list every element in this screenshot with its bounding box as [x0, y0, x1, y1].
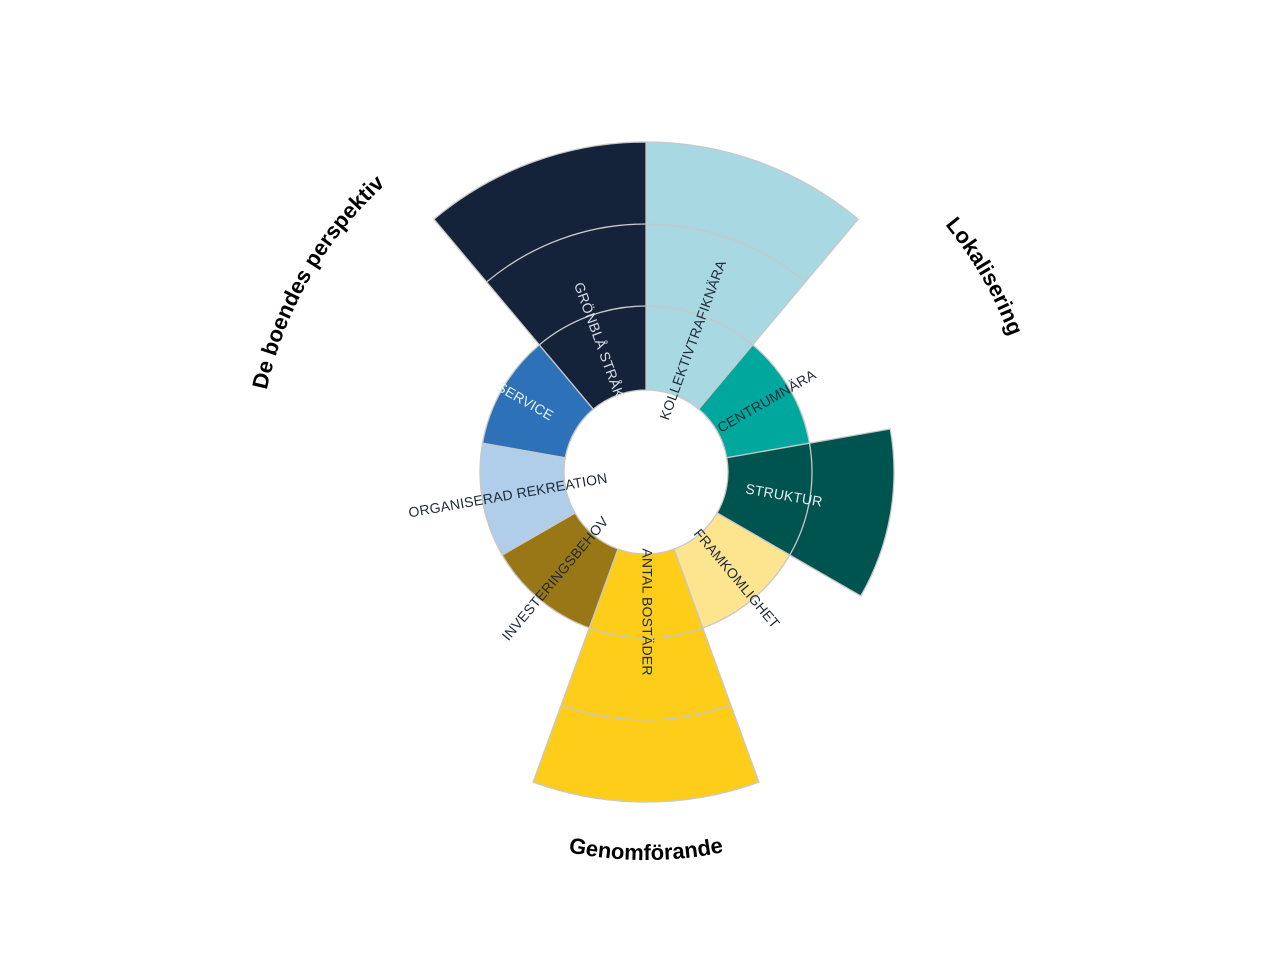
group-label-de-boendes-perspektiv: De boendes perspektiv: [247, 169, 389, 391]
segments-layer: [432, 141, 895, 803]
segment-service: [481, 343, 595, 459]
segment-investeringsbehov: [501, 512, 619, 629]
label-antal-bostader: ANTAL BOSTÄDER: [639, 548, 655, 675]
grid-ring-kollektivtrafiknara-1: [645, 305, 754, 346]
grid-ring-antal-bostader-2: [560, 704, 732, 721]
grid-ring-gronbla-strak-1: [538, 305, 647, 346]
segment-centrumnara: [697, 343, 811, 459]
grid-ring-struktur-1: [789, 443, 813, 556]
segment-gronbla-strak: [432, 141, 647, 411]
grid-rings: [486, 223, 813, 721]
grid-ring-antal-bostader-1: [589, 627, 703, 639]
segment-antal-bostader: [532, 548, 760, 803]
segment-organiserad-rekreation: [479, 442, 576, 556]
grid-ring-gronbla-strak-2: [486, 223, 647, 283]
group-label-genomforande: Genomförande: [567, 833, 724, 866]
segment-kollektivtrafiknara: [645, 141, 860, 411]
segment-struktur: [716, 428, 895, 597]
center-hole: [565, 391, 727, 553]
grid-ring-kollektivtrafiknara-2: [645, 223, 806, 283]
group-label-lokalisering: Lokalisering: [941, 212, 1028, 338]
segment-framkomlighet: [673, 512, 791, 629]
